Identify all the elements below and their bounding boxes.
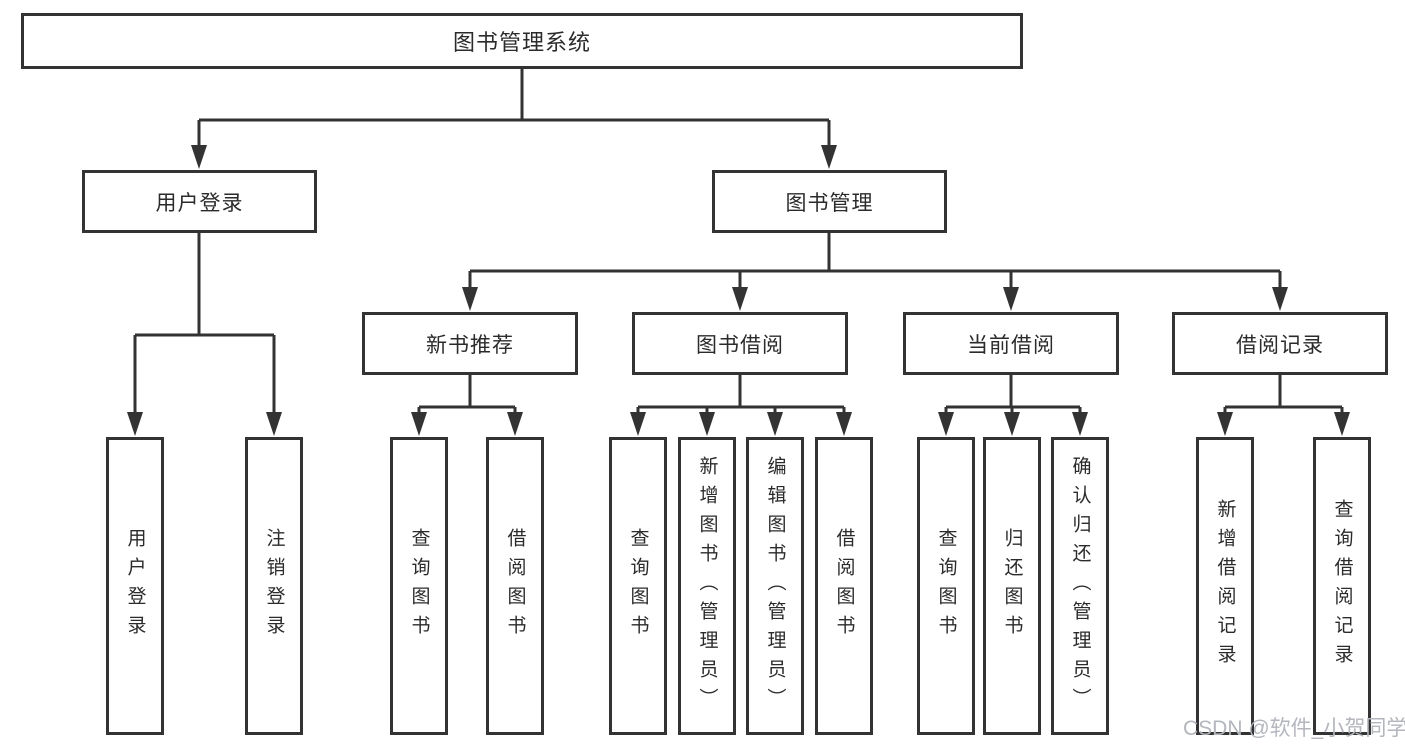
leaf-add-borrow-record: 新增借阅记录 — [1196, 437, 1254, 735]
node-library-management-system: 图书管理系统 — [21, 13, 1023, 69]
leaf-query-books-borrowing: 查询图书 — [609, 437, 667, 735]
leaf-return-books: 归还图书 — [983, 437, 1041, 735]
leaf-borrow-books-recommend: 借阅图书 — [486, 437, 544, 735]
node-user-login: 用户登录 — [82, 170, 317, 233]
node-current-borrowing: 当前借阅 — [903, 312, 1119, 375]
csdn-watermark: CSDN @软件_小贺同学 — [1183, 717, 1405, 740]
leaf-logout: 注销登录 — [245, 437, 303, 735]
leaf-query-books-recommend: 查询图书 — [390, 437, 448, 735]
leaf-query-borrow-record: 查询借阅记录 — [1313, 437, 1371, 735]
leaf-add-books-admin: 新增图书（管理员） — [678, 437, 736, 735]
leaf-confirm-return-admin: 确认归还（管理员） — [1051, 437, 1109, 735]
leaf-borrow-books-borrowing: 借阅图书 — [815, 437, 873, 735]
node-book-borrowing: 图书借阅 — [632, 312, 848, 375]
leaf-query-books-current: 查询图书 — [917, 437, 975, 735]
leaf-user-login: 用户登录 — [106, 437, 164, 735]
node-book-management: 图书管理 — [712, 170, 947, 233]
node-new-book-recommendation: 新书推荐 — [362, 312, 578, 375]
leaf-edit-books-admin: 编辑图书（管理员） — [746, 437, 804, 735]
node-borrowing-records: 借阅记录 — [1172, 312, 1388, 375]
